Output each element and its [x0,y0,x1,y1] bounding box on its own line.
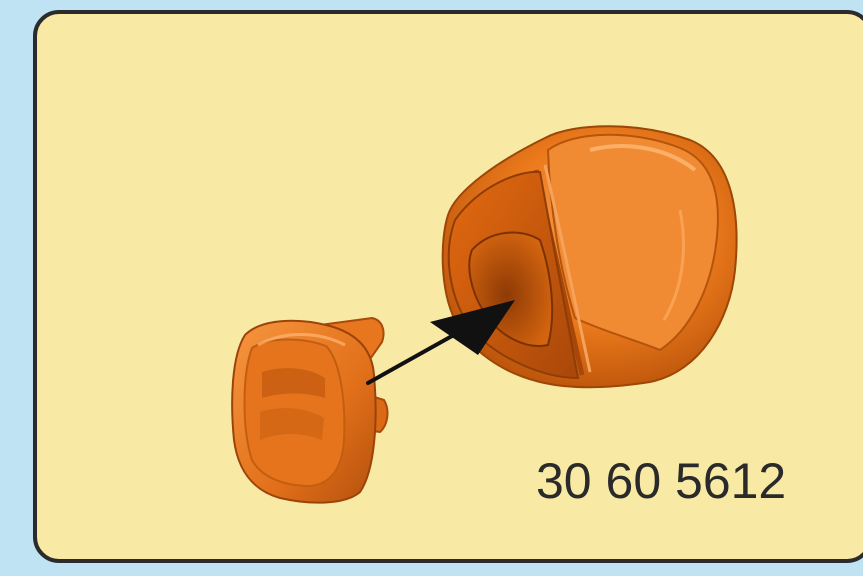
plug-cap-icon [232,318,387,503]
part-number-label: 30 60 5612 [536,452,786,510]
connector-housing-icon [443,126,737,387]
